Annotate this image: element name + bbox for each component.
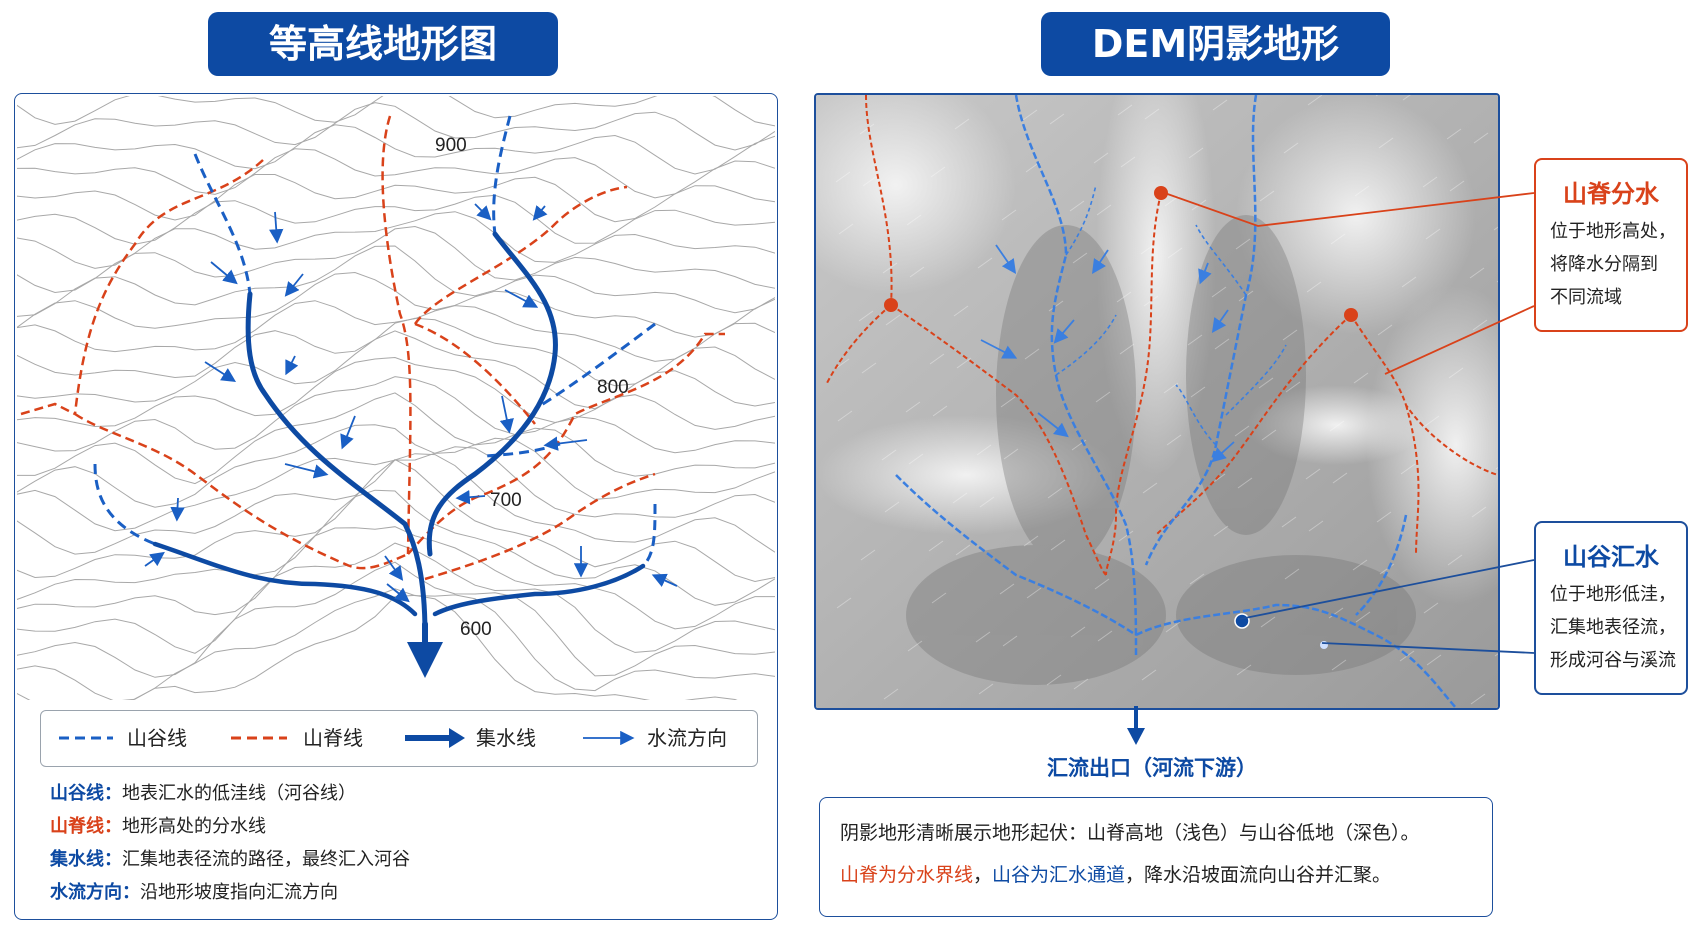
valley-callout-title: 山谷汇水: [1563, 543, 1659, 571]
ridge-marker-1: [1154, 186, 1168, 200]
ridge-callout: 山脊分水 位于地形高处， 将降水分隔到 不同流域: [1534, 158, 1688, 332]
note-line-1: 阴影地形清晰展示地形起伏：山脊高地（浅色）与山谷低地（深色）。: [840, 822, 1420, 844]
ridge-marker-3: [1344, 308, 1358, 322]
contour-panel: 900 800 700 600: [14, 93, 778, 920]
def-ridge: 山脊线：地形高处的分水线: [50, 816, 266, 837]
contour-line: [17, 356, 775, 430]
contour-label-700: 700: [490, 490, 522, 511]
legend: 山谷线 山脊线 集水线 水流方向: [40, 710, 758, 767]
contour-line: [17, 330, 775, 410]
contour-lines: [17, 96, 775, 700]
ridge-lines: [20, 115, 725, 581]
valley-callout-line: 形成河谷与溪流: [1550, 650, 1676, 671]
contour-line: [17, 124, 775, 175]
contour-line: [17, 561, 775, 678]
contour-line: [17, 317, 775, 387]
ridge-callout-line: 位于地形高处，: [1550, 221, 1676, 242]
valley-callout-line: 汇集地表径流，: [1550, 617, 1676, 638]
flow-arrows: [144, 203, 678, 603]
note-line-2: 山脊为分水界线，山谷为汇水通道，降水沿坡面流向山谷并汇聚。: [840, 864, 1392, 886]
contour-label-900: 900: [435, 135, 467, 156]
contour-line: [17, 376, 775, 454]
contour-line: [17, 211, 775, 269]
contour-line: [17, 588, 775, 700]
contour-label-600: 600: [460, 619, 492, 640]
contour-label-800: 800: [597, 377, 629, 398]
outlet-label: 汇流出口（河流下游）: [1047, 756, 1257, 780]
legend-ridge-label: 山脊线: [303, 726, 363, 750]
contour-line: [17, 526, 775, 630]
legend-valley-label: 山谷线: [127, 726, 187, 750]
legend-collect-label: 集水线: [476, 726, 536, 750]
contour-line: [17, 174, 775, 223]
ridge-callout-title: 山脊分水: [1563, 180, 1659, 208]
contour-line: [17, 542, 775, 654]
contour-line: [17, 102, 775, 151]
contour-line: [17, 453, 775, 555]
definitions: 山谷线：地表汇水的低洼线（河谷线） 山脊线：地形高处的分水线 集水线：汇集地表径…: [50, 777, 410, 909]
contour-map: 900 800 700 600: [17, 96, 775, 700]
summary-note: 阴影地形清晰展示地形起伏：山脊高地（浅色）与山谷低地（深色）。 山脊为分水界线，…: [819, 797, 1493, 917]
dem-title: DEM阴影地形: [1041, 12, 1390, 76]
contour-line: [17, 594, 738, 700]
contour-line: [17, 271, 775, 338]
contour-line: [17, 392, 775, 485]
contour-line: [17, 300, 775, 362]
ridge-callout-line: 将降水分隔到: [1550, 254, 1658, 275]
def-valley: 山谷线：地表汇水的低洼线（河谷线）: [50, 783, 356, 804]
contour-line: [17, 96, 775, 127]
valley-point: [1320, 641, 1328, 649]
def-flow: 水流方向：沿地形坡度指向汇流方向: [50, 882, 338, 903]
contour-line: [17, 424, 775, 508]
valley-callout: 山谷汇水 位于地形低洼， 汇集地表径流， 形成河谷与溪流: [1534, 521, 1688, 695]
valley-marker: [1234, 613, 1250, 629]
contour-map-title: 等高线地形图: [208, 12, 558, 76]
collect-lines: [152, 231, 646, 678]
contour-line: [17, 489, 775, 606]
def-collect: 集水线：汇集地表径流的路径，最终汇入河谷: [50, 849, 410, 870]
contour-line: [17, 148, 775, 199]
ridge-marker-2: [884, 298, 898, 312]
ridge-callout-line: 不同流域: [1550, 287, 1622, 308]
dem-hillshade-image: [814, 93, 1500, 710]
contour-line: [17, 459, 775, 583]
valley-callout-line: 位于地形低洼，: [1550, 584, 1676, 605]
legend-flow-label: 水流方向: [647, 726, 727, 750]
contour-line: [17, 245, 775, 317]
valley-lines: [93, 115, 657, 568]
contour-line: [17, 446, 775, 532]
